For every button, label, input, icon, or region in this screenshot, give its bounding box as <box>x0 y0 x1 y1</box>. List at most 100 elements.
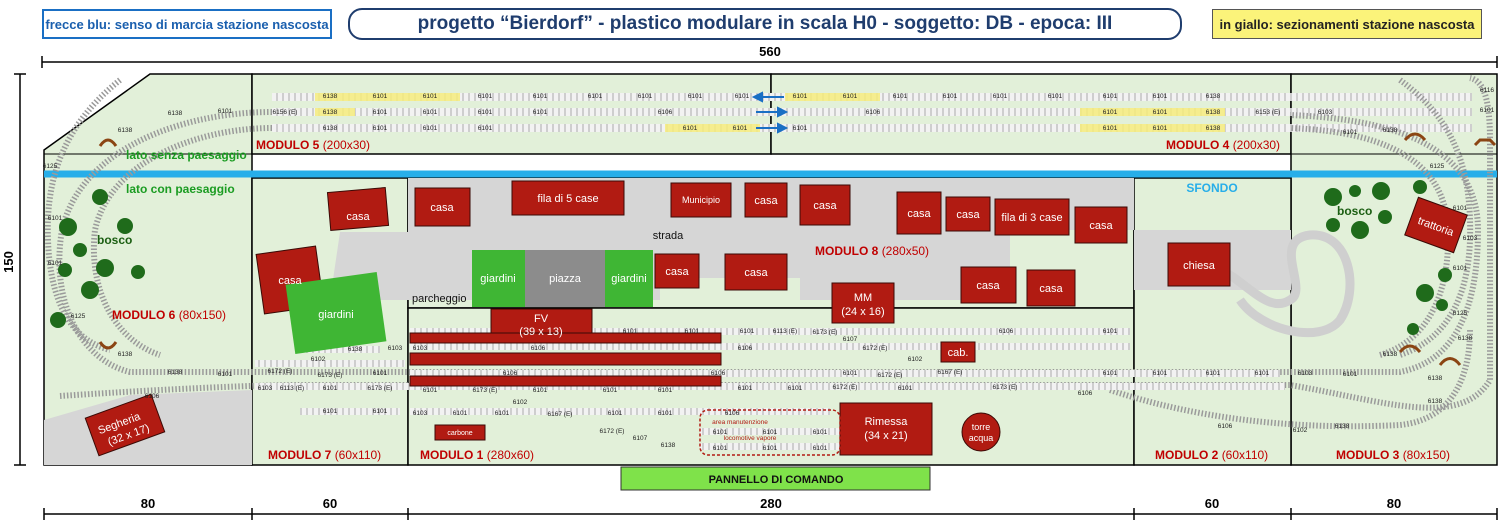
forest-label-left: bosco <box>97 233 132 247</box>
track-code: 6138 <box>1383 351 1398 358</box>
track-code: 6101 <box>423 109 438 116</box>
garden-area <box>472 250 525 307</box>
forest-label-right: bosco <box>1337 204 1372 218</box>
garden-area <box>285 271 387 355</box>
track-code: 6101 <box>738 385 753 392</box>
track-code: 6101 <box>588 93 603 100</box>
square-label: piazza <box>549 273 582 285</box>
house-building <box>326 187 390 231</box>
track-code: 6106 <box>738 345 753 352</box>
track-code: 6101 <box>1153 93 1168 100</box>
town-hall-building <box>670 182 732 218</box>
track-code: 6101 <box>1048 93 1063 100</box>
dim-width-3: 280 <box>760 496 782 511</box>
track-code: 6103 <box>1463 235 1478 242</box>
landscape-label: lato con paesaggio <box>126 182 235 196</box>
house-building <box>799 184 851 226</box>
track-code: 6101 <box>495 410 510 417</box>
buildings <box>84 180 1468 457</box>
track-code: 6101 <box>1343 371 1358 378</box>
track-code: 6101 <box>638 93 653 100</box>
house-label: casa <box>754 195 778 207</box>
water-tower-building <box>961 412 1001 452</box>
street-label: strada <box>653 230 684 242</box>
house-label: casa <box>665 266 689 278</box>
dim-total-height: 150 <box>1 251 16 273</box>
track-code: 6101 <box>713 429 728 436</box>
track-code: 6101 <box>48 215 63 222</box>
track-code: 6173 (E) <box>318 372 343 379</box>
track-code: 6101 <box>218 108 233 115</box>
mm-size-label: (24 x 16) <box>841 306 884 318</box>
track-code: 6101 <box>993 93 1008 100</box>
track-code: 6101 <box>423 125 438 132</box>
track-code: 6153 (E) <box>1256 109 1281 116</box>
house-label: casa <box>907 208 931 220</box>
track-code: 6101 <box>943 93 958 100</box>
track-code: 6101 <box>898 385 913 392</box>
track-code: 6101 <box>688 93 703 100</box>
track-code: 6101 <box>373 370 388 377</box>
track-code: 6101 <box>478 109 493 116</box>
track-code: 6138 <box>348 346 363 353</box>
road-loop <box>1187 230 1355 338</box>
module-8-label: MODULO 8 (280x50) <box>815 244 929 258</box>
no-landscape-label: lato senza paesaggio <box>126 148 247 162</box>
track-code: 6101 <box>1153 125 1168 132</box>
dim-width-1: 80 <box>141 496 155 511</box>
track-code: 6101 <box>533 387 548 394</box>
track-code: 6106 <box>711 370 726 377</box>
track-code: 6101 <box>658 410 673 417</box>
house-label: casa <box>430 202 454 214</box>
garden-label: giardini <box>611 273 646 285</box>
track-code: 6101 <box>373 93 388 100</box>
control-panel <box>620 466 931 491</box>
track-code: 6103 <box>388 345 403 352</box>
track-code: 6106 <box>999 328 1014 335</box>
track-code: 6103 <box>413 345 428 352</box>
house-building <box>1074 206 1128 244</box>
track-code: 6138 <box>1428 398 1443 405</box>
fv-size-label: (39 x 13) <box>519 326 562 338</box>
engine-shed-label: Rimessa <box>865 416 909 428</box>
track-code: 6101 <box>793 93 808 100</box>
coal-building <box>434 424 486 441</box>
house-label: casa <box>1039 283 1063 295</box>
module-3-label: MODULO 3 (80x150) <box>1336 448 1450 462</box>
track-code: 6173 (E) <box>993 384 1018 391</box>
house-building <box>654 253 700 289</box>
house-building <box>1026 269 1076 307</box>
track-code: 6138 <box>1206 109 1221 116</box>
house-building <box>414 187 471 227</box>
house-label: casa <box>956 209 980 221</box>
church-label: chiesa <box>1183 260 1216 272</box>
three-houses-building <box>994 198 1070 236</box>
track-code: 6101 <box>1103 125 1118 132</box>
page-title: progetto “Bierdorf” - plastico modulare … <box>348 8 1182 40</box>
fv-label: FV <box>534 313 549 325</box>
track-code: 6101 <box>1153 109 1168 116</box>
track-code: 6101 <box>793 125 808 132</box>
track-code: 6106 <box>145 393 160 400</box>
track-code: 6172 (E) <box>600 428 625 435</box>
track-code: 6106 <box>866 109 881 116</box>
platform <box>409 332 722 344</box>
dim-width-2: 60 <box>323 496 337 511</box>
track-code: 6138 <box>1428 375 1443 382</box>
track-code: 6172 (E) <box>878 372 903 379</box>
mm-building <box>831 282 895 324</box>
maintenance-label: area manutenzione <box>712 419 768 426</box>
track-code: 6101 <box>478 125 493 132</box>
track-code: 6101 <box>788 385 803 392</box>
trees <box>50 180 1452 335</box>
track-code: 6101 <box>603 387 618 394</box>
house-building <box>960 266 1017 304</box>
house-label: casa <box>278 275 302 287</box>
platform <box>409 352 722 366</box>
station-tracks <box>255 328 1285 450</box>
garden-label: giardini <box>480 273 515 285</box>
track-code: 6138 <box>323 109 338 116</box>
track-code: 6125 <box>71 313 86 320</box>
track-code: 6138 <box>1206 125 1221 132</box>
